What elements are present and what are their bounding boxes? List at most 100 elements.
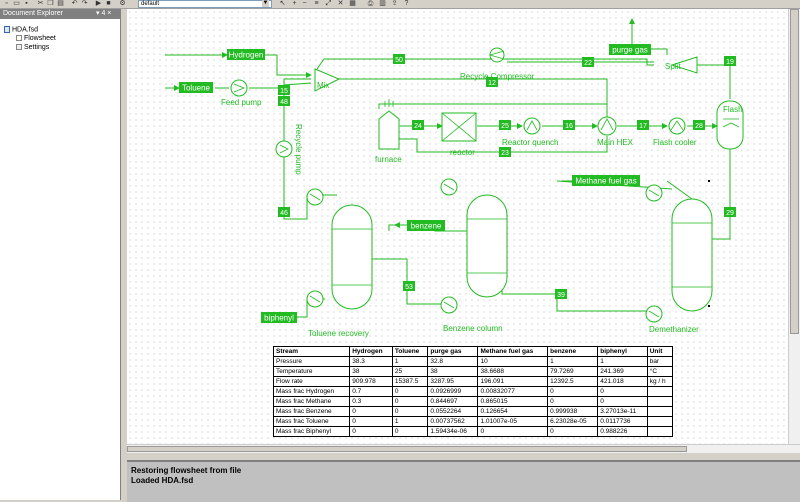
stream-tag-24[interactable] bbox=[412, 120, 424, 130]
benzene-tag-label: benzene bbox=[411, 222, 442, 231]
stream-tag-16[interactable] bbox=[563, 120, 575, 130]
paste-icon[interactable]: ▤ bbox=[57, 0, 64, 7]
table-cell: 1 bbox=[391, 416, 429, 427]
main-hex-unit[interactable] bbox=[597, 116, 617, 136]
furnace-label: furnace bbox=[375, 155, 402, 164]
stream-line-pump-out[interactable] bbox=[249, 78, 311, 89]
stream-tag-19[interactable] bbox=[724, 56, 736, 66]
table-cell: 38.3 bbox=[349, 356, 393, 367]
table-cell: 0 bbox=[597, 396, 648, 407]
row-label: Flow rate bbox=[272, 376, 351, 387]
open-folder-icon[interactable]: ▭ bbox=[13, 0, 20, 7]
flash-cooler-unit[interactable] bbox=[668, 117, 686, 135]
stream-tag-48[interactable] bbox=[278, 96, 290, 106]
stream-line-23[interactable] bbox=[390, 136, 608, 153]
table-cell: 38 bbox=[427, 366, 479, 377]
furnace-unit[interactable] bbox=[378, 110, 400, 150]
print-icon[interactable]: ⎙ bbox=[367, 0, 374, 7]
copy-icon[interactable]: ❐ bbox=[47, 0, 54, 7]
benzene-tag[interactable] bbox=[407, 220, 445, 231]
save-icon[interactable]: ▪ bbox=[25, 0, 28, 7]
purge-gas-tag[interactable] bbox=[609, 44, 651, 55]
toluene-tag[interactable] bbox=[179, 82, 213, 93]
stream-tag-23[interactable] bbox=[499, 147, 511, 157]
stream-tag-22[interactable] bbox=[582, 57, 594, 67]
recycle-compressor-unit[interactable] bbox=[489, 47, 505, 63]
stream-line-19[interactable] bbox=[695, 64, 731, 99]
reactor-quench-unit[interactable] bbox=[523, 117, 541, 135]
table-cell: bar bbox=[646, 356, 674, 367]
explorer-window-controls[interactable]: ▾ 4 × bbox=[96, 10, 112, 17]
demethanizer-column[interactable] bbox=[671, 198, 713, 312]
vertical-scrollbar[interactable] bbox=[788, 9, 800, 445]
stream-tag-15[interactable] bbox=[278, 85, 290, 95]
table-cell: 0.988226 bbox=[597, 426, 648, 437]
stream-tag-12[interactable] bbox=[486, 77, 498, 87]
table-header: Toluene bbox=[391, 346, 429, 357]
pointer-tool-icon[interactable]: ↖ bbox=[279, 0, 286, 7]
chart-icon[interactable]: ▥ bbox=[379, 0, 386, 7]
align-icon[interactable]: ≡ bbox=[314, 0, 319, 7]
panel-splitter[interactable] bbox=[121, 9, 127, 500]
stream-line-hex-loop[interactable] bbox=[378, 103, 607, 109]
stream-line-15[interactable] bbox=[265, 54, 312, 78]
tree-item-settings[interactable]: Settings bbox=[16, 44, 49, 52]
stream-tag-50[interactable] bbox=[393, 54, 405, 64]
table-cell: 0.0926999 bbox=[427, 386, 479, 397]
flash-drum-unit[interactable] bbox=[716, 100, 744, 150]
style-combo[interactable]: default bbox=[138, 0, 272, 8]
exchanger-arrows-icon bbox=[279, 144, 660, 318]
undo-icon[interactable]: ↶ bbox=[71, 0, 78, 7]
run-icon[interactable]: ▶ bbox=[95, 0, 102, 7]
stream-tag-28[interactable] bbox=[693, 120, 705, 130]
hydrogen-tag[interactable] bbox=[227, 49, 265, 60]
help-icon[interactable]: ? bbox=[404, 0, 409, 7]
stream-tag-25[interactable] bbox=[499, 120, 511, 130]
methane-fuel-gas-tag[interactable] bbox=[572, 175, 640, 186]
cut-icon[interactable]: ✂ bbox=[37, 0, 44, 7]
tree-item-flowsheet[interactable]: Flowsheet bbox=[16, 35, 56, 43]
connect-tool-icon[interactable]: ⤢ bbox=[325, 0, 332, 7]
recycle-pump-label: Recycle pump bbox=[294, 124, 303, 175]
flowsheet-canvas[interactable]: Hydrogen Toluene purge gas Methane fuel … bbox=[127, 9, 789, 445]
row-label: Pressure bbox=[272, 356, 351, 367]
horizontal-scroll-thumb[interactable] bbox=[127, 446, 687, 452]
delete-icon[interactable]: ✕ bbox=[337, 0, 344, 7]
table-header: Unit bbox=[646, 346, 674, 357]
zoom-out-icon[interactable]: − bbox=[302, 0, 307, 7]
stream-tag-53[interactable] bbox=[403, 281, 415, 291]
settings-icon[interactable]: ⚙ bbox=[119, 0, 126, 7]
chevron-down-icon[interactable]: ▼ bbox=[262, 0, 269, 7]
stream-tag-46[interactable] bbox=[278, 207, 290, 217]
table-icon[interactable]: ▦ bbox=[349, 0, 356, 7]
vertical-scroll-thumb[interactable] bbox=[790, 9, 799, 334]
horizontal-scrollbar[interactable] bbox=[127, 444, 800, 453]
recycle-pump-unit[interactable] bbox=[275, 140, 293, 158]
stream-line-12[interactable] bbox=[337, 78, 608, 117]
table-cell: 0.3 bbox=[349, 396, 393, 407]
purge-gas-tag-label: purge gas bbox=[612, 46, 648, 55]
stream-tag-29[interactable] bbox=[724, 207, 736, 217]
table-cell: 909.978 bbox=[349, 376, 393, 387]
selection-handle[interactable] bbox=[708, 305, 710, 307]
selection-handle[interactable] bbox=[708, 180, 710, 182]
export-icon[interactable]: ⇪ bbox=[391, 0, 398, 7]
mix-unit[interactable] bbox=[314, 68, 341, 92]
tree-root-item[interactable]: HDA.fsd bbox=[4, 26, 38, 34]
new-file-icon[interactable]: ▫ bbox=[5, 0, 8, 7]
biphenyl-tag[interactable] bbox=[261, 312, 297, 323]
stream-tag-39-label: 39 bbox=[557, 292, 565, 299]
stream-line-50[interactable] bbox=[316, 58, 654, 70]
table-cell: °C bbox=[646, 366, 674, 377]
stream-line-39[interactable] bbox=[501, 254, 657, 312]
stream-tag-39[interactable] bbox=[555, 289, 567, 299]
zoom-in-icon[interactable]: + bbox=[292, 0, 297, 7]
split-unit[interactable] bbox=[670, 56, 698, 74]
stop-icon[interactable]: ■ bbox=[106, 0, 111, 7]
toluene-recovery-column[interactable] bbox=[331, 204, 373, 310]
stream-line-demeth-cond[interactable] bbox=[666, 180, 693, 200]
benzene-column[interactable] bbox=[466, 194, 508, 298]
stream-tag-17[interactable] bbox=[637, 120, 649, 130]
redo-icon[interactable]: ↷ bbox=[81, 0, 88, 7]
